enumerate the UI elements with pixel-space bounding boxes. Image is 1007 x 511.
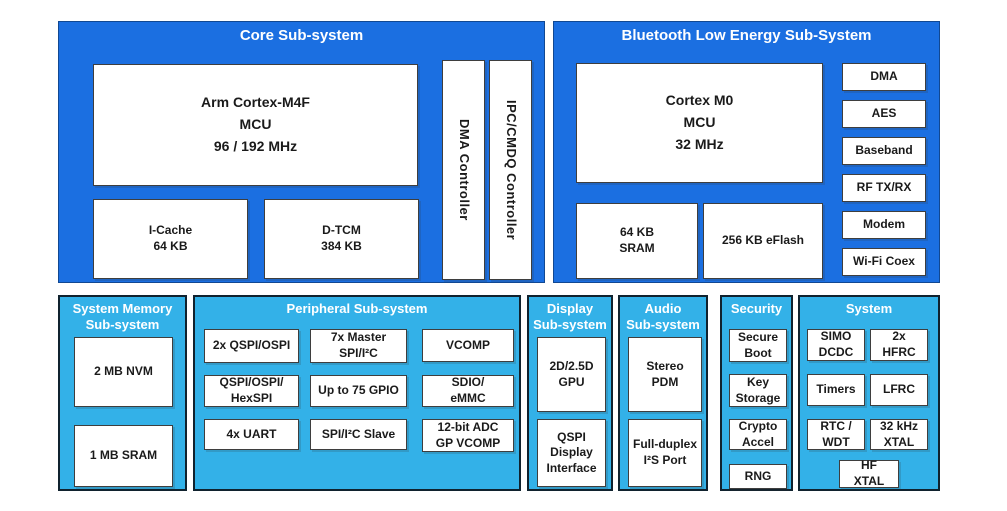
rng-box: RNG [729, 464, 787, 489]
adc-gp-vcomp-box: 12-bit ADC GP VCOMP [422, 419, 514, 452]
lfrc-box: LFRC [870, 374, 928, 406]
icache-box: I-Cache 64 KB [93, 199, 248, 279]
simo-dcdc-box: SIMO DCDC [807, 329, 865, 361]
qspi-display-interface-box: QSPI Display Interface [537, 419, 606, 487]
core-subsystem-title: Core Sub-system [239, 27, 364, 44]
modem-box: Modem [842, 211, 926, 239]
security-title: Security [730, 301, 783, 316]
security-subsystem: Security Secure Boot Key Storage Crypto … [720, 295, 793, 491]
crypto-accel-box: Crypto Accel [729, 419, 787, 450]
display-subsystem: Display Sub-system 2D/2.5D GPU QSPI Disp… [527, 295, 613, 491]
ipc-cmdq-controller-box: IPC/CMDQ Controller [489, 60, 532, 280]
spi-i2c-slave-box: SPI/I²C Slave [310, 419, 407, 450]
secure-boot-box: Secure Boot [729, 329, 787, 362]
baseband-box: Baseband [842, 137, 926, 165]
gpio-box: Up to 75 GPIO [310, 375, 407, 407]
ble-dma-box: DMA [842, 63, 926, 91]
audio-subsystem-title: Audio Sub-system [626, 301, 700, 333]
nvm-box: 2 MB NVM [74, 337, 173, 407]
audio-subsystem: Audio Sub-system Stereo PDM Full-duplex … [618, 295, 708, 491]
system-subsystem: System SIMO DCDC 2x HFRC Timers LFRC RTC… [798, 295, 940, 491]
ble-subsystem: Bluetooth Low Energy Sub-System Cortex M… [553, 21, 940, 283]
wifi-coex-box: Wi-Fi Coex [842, 248, 926, 276]
rf-tx-rx-box: RF TX/RX [842, 174, 926, 202]
cortex-m0-mcu-box: Cortex M0 MCU 32 MHz [576, 63, 823, 183]
i2s-port-box: Full-duplex I²S Port [628, 419, 702, 487]
ble-eflash-box: 256 KB eFlash [703, 203, 823, 279]
timers-box: Timers [807, 374, 865, 406]
gpu-box: 2D/2.5D GPU [537, 337, 606, 412]
master-spi-i2c-box: 7x Master SPI/I²C [310, 329, 407, 363]
system-memory-subsystem: System Memory Sub-system 2 MB NVM 1 MB S… [58, 295, 187, 491]
peripheral-subsystem: Peripheral Sub-system 2x QSPI/OSPI 7x Ma… [193, 295, 521, 491]
dtcm-box: D-TCM 384 KB [264, 199, 419, 279]
uart-box: 4x UART [204, 419, 299, 450]
display-subsystem-title: Display Sub-system [533, 301, 607, 333]
key-storage-box: Key Storage [729, 374, 787, 407]
rtc-wdt-box: RTC / WDT [807, 419, 865, 450]
cortex-m4f-mcu-box: Arm Cortex-M4F MCU 96 / 192 MHz [93, 64, 418, 186]
sram-box: 1 MB SRAM [74, 425, 173, 487]
sdio-emmc-box: SDIO/ eMMC [422, 375, 514, 407]
dma-controller-box: DMA Controller [442, 60, 485, 280]
ble-sram-box: 64 KB SRAM [576, 203, 698, 279]
hexspi-box: QSPI/OSPI/ HexSPI [204, 375, 299, 407]
hf-xtal-box: HF XTAL [839, 458, 899, 488]
system-memory-title: System Memory Sub-system [72, 301, 173, 333]
vcomp-box: VCOMP [422, 329, 514, 362]
peripheral-subsystem-title: Peripheral Sub-system [286, 301, 428, 316]
qspi-ospi-box: 2x QSPI/OSPI [204, 329, 299, 363]
stereo-pdm-box: Stereo PDM [628, 337, 702, 412]
core-subsystem: Core Sub-system Arm Cortex-M4F MCU 96 / … [58, 21, 545, 283]
ble-subsystem-title: Bluetooth Low Energy Sub-System [621, 27, 872, 44]
system-title: System [845, 301, 893, 316]
32khz-xtal-box: 32 kHz XTAL [870, 419, 928, 450]
aes-box: AES [842, 100, 926, 128]
hfrc-box: 2x HFRC [870, 329, 928, 361]
